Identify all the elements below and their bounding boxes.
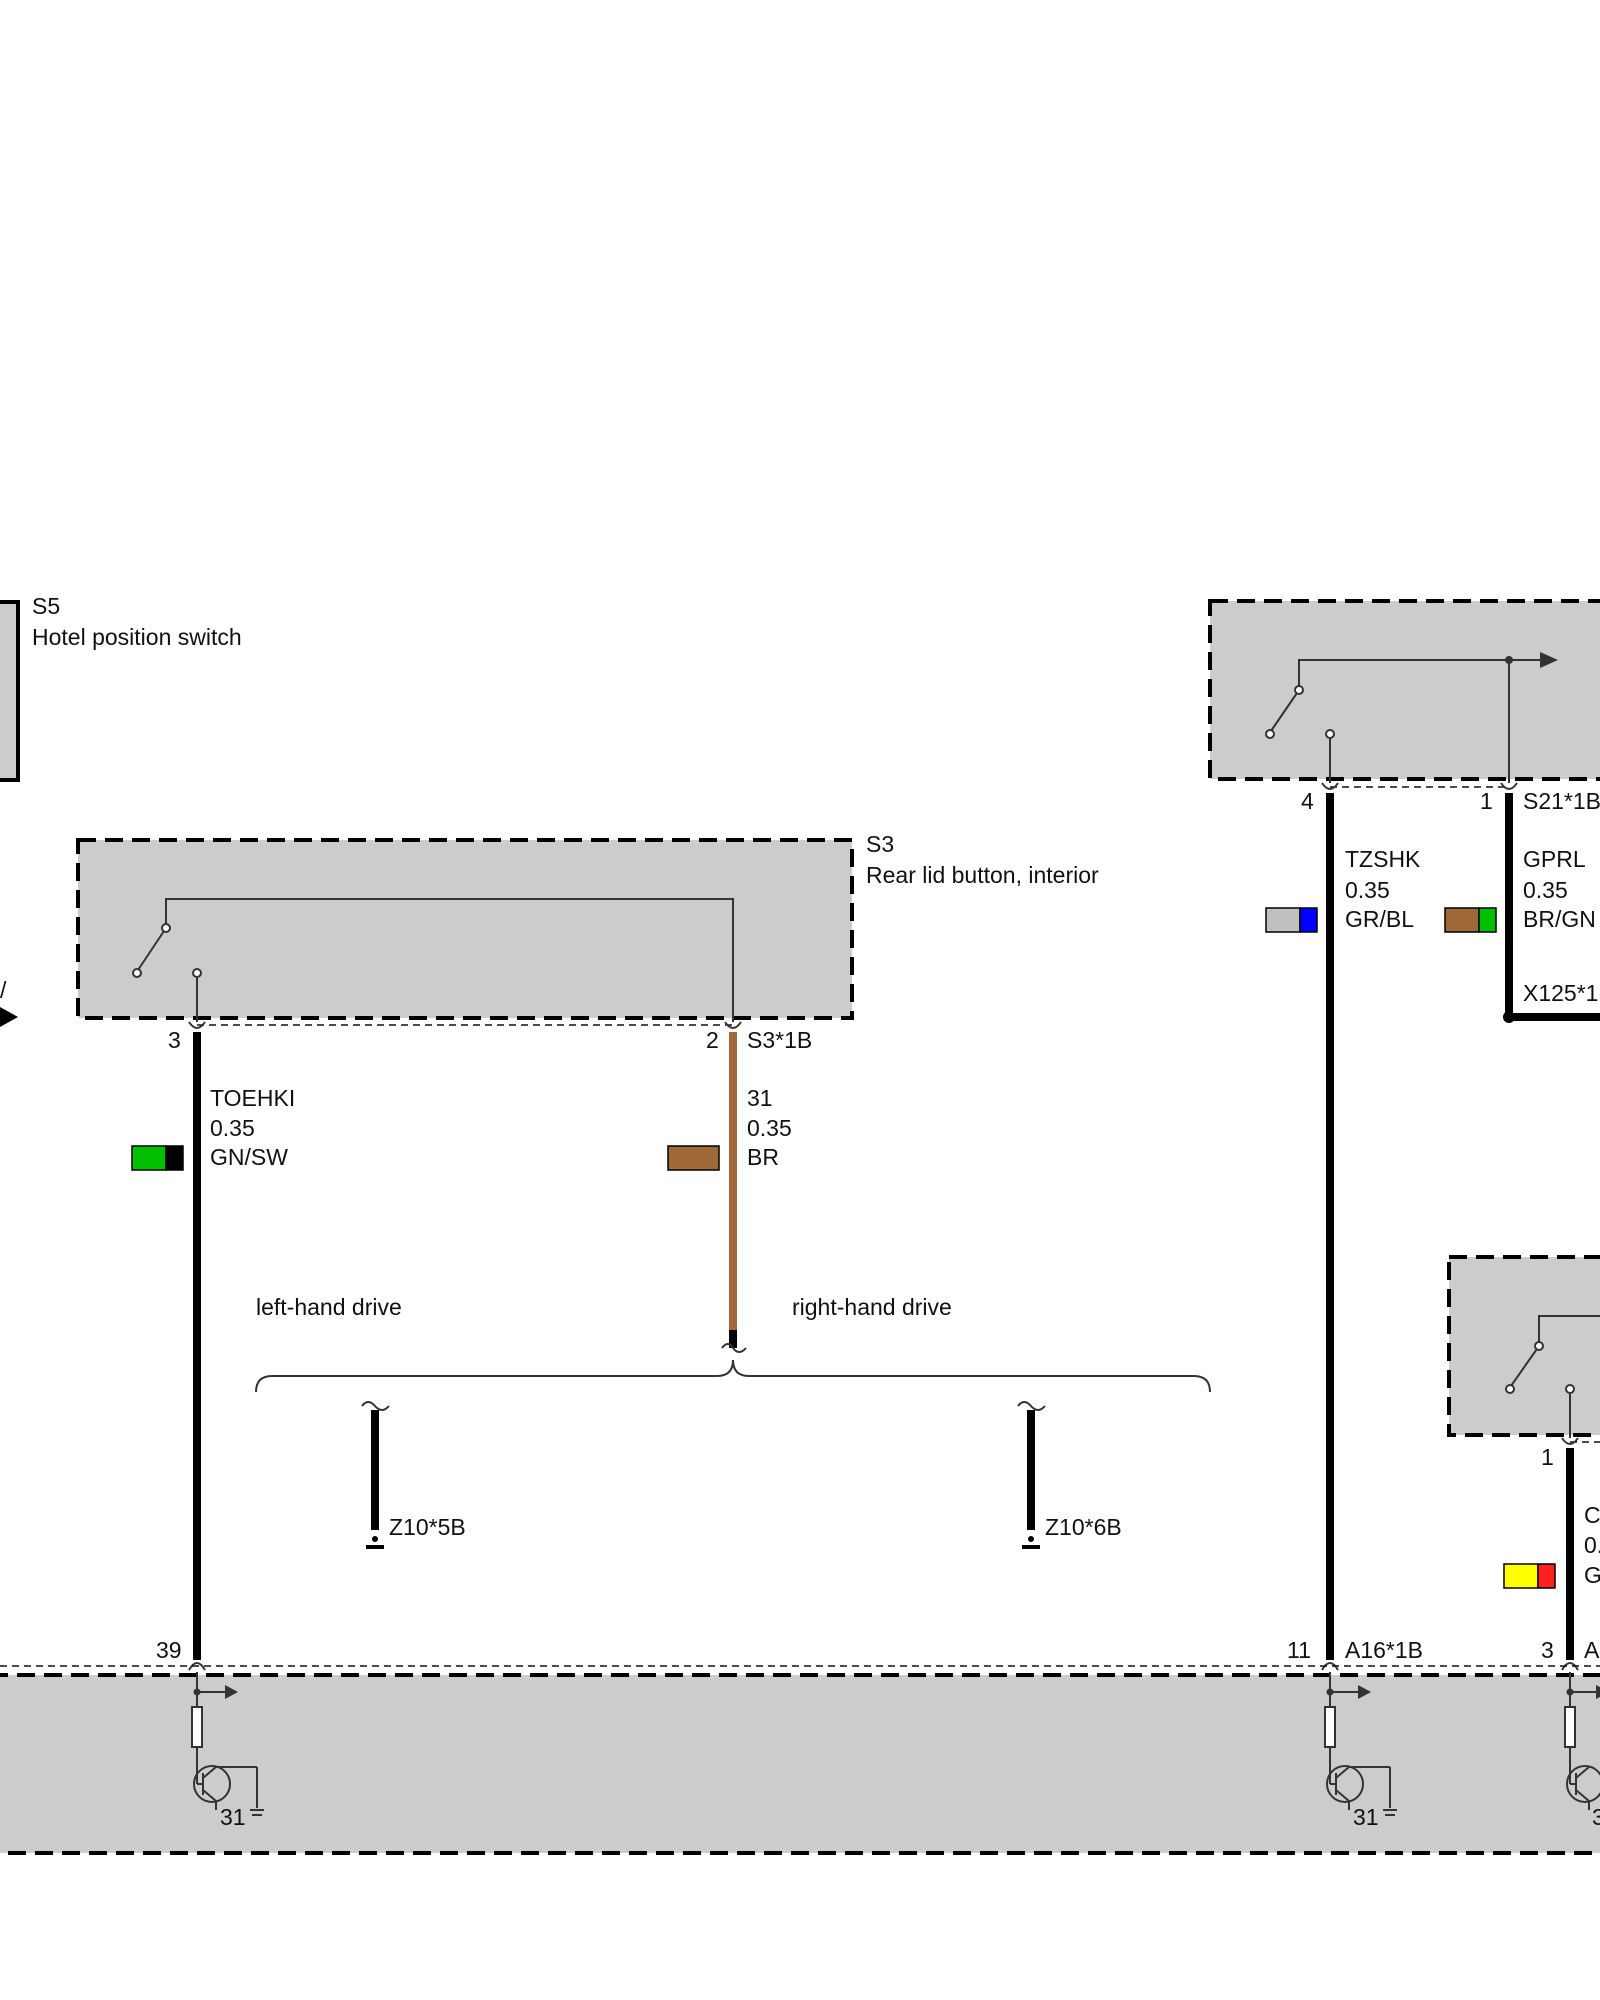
wire-gprl-terminal	[1500, 782, 1518, 790]
s5-id: S5	[32, 593, 60, 619]
a16-component-box	[0, 1673, 1600, 1855]
cut-label: /	[0, 977, 7, 1003]
s21-component-box	[1208, 599, 1600, 781]
s3-name: Rear lid button, interior	[866, 862, 1099, 888]
wire-right-bottom-terminal	[1561, 1662, 1579, 1671]
signal-arrow-icon	[0, 1007, 18, 1027]
a16-connector: A16*1B	[1345, 1637, 1423, 1663]
wire-tzshk-color-swatch	[1265, 907, 1318, 933]
s21-switch-symbol	[1265, 652, 1558, 783]
right-partial-component-box	[1447, 1255, 1600, 1437]
driver-stage-b	[1324, 1672, 1397, 1816]
wire-gprl-gauge: 0.35	[1523, 877, 1568, 903]
right-partial-switch-symbol	[1505, 1315, 1600, 1438]
wire-toehki-gauge: 0.35	[210, 1115, 255, 1141]
wire-gprl-pin-top: 1	[1480, 788, 1493, 814]
wire-toehki-name: TOEHKI	[210, 1085, 295, 1111]
z10-5b-break-icon	[361, 1401, 390, 1411]
wire-toehki-pin-bottom: 39	[156, 1637, 182, 1663]
s21-connector: S21*1B	[1523, 788, 1600, 814]
s3-switch-symbol	[132, 898, 734, 1022]
wire-31-break-icon	[721, 1343, 747, 1353]
s3-component-box	[76, 838, 854, 1020]
wire-right-color-code: G	[1584, 1562, 1600, 1588]
s5-name: Hotel position switch	[32, 624, 242, 650]
s3-id: S3	[866, 831, 894, 857]
driver-c-ground-label: 3	[1592, 1804, 1600, 1830]
wire-tzshk-color-code: GR/BL	[1345, 906, 1414, 932]
wire-toehki-color-code: GN/SW	[210, 1144, 288, 1170]
wire-tzshk-bottom-terminal	[1321, 1662, 1339, 1671]
wire-right-gauge: 0.	[1584, 1532, 1600, 1558]
wire-right-color-swatch	[1503, 1563, 1556, 1589]
wire-toehki-terminal	[188, 1021, 206, 1029]
wire-right-pin-bottom: 3	[1541, 1637, 1554, 1663]
x125-junction	[1503, 1011, 1515, 1023]
wire-gprl-color-code: BR/GN	[1523, 906, 1596, 932]
wire-31-name: 31	[747, 1085, 773, 1111]
wire-right-name: Cl	[1584, 1502, 1600, 1528]
driver-stage-c	[1564, 1672, 1600, 1810]
wire-tzshk-terminal	[1321, 782, 1339, 790]
wire-tzshk-name: TZSHK	[1345, 846, 1421, 872]
z10-6b-label: Z10*6B	[1045, 1514, 1122, 1540]
s3-connector: S3*1B	[747, 1027, 812, 1053]
wire-gprl-name: GPRL	[1523, 846, 1586, 872]
driver-stage-a	[191, 1672, 264, 1816]
wire-31-color-code: BR	[747, 1144, 779, 1170]
z10-6b-break-icon	[1017, 1401, 1046, 1411]
wire-31-gauge: 0.35	[747, 1115, 792, 1141]
z10-5b-label: Z10*5B	[389, 1514, 466, 1540]
wire-tzshk-pin-top: 4	[1301, 788, 1314, 814]
variant-right-label: right-hand drive	[792, 1294, 952, 1320]
wire-right-terminal	[1561, 1437, 1579, 1445]
x125-label: X125*1	[1523, 980, 1598, 1006]
wire-31-pin-top: 2	[706, 1027, 719, 1053]
s5-component-box	[0, 600, 20, 782]
wire-tzshk-gauge: 0.35	[1345, 877, 1390, 903]
wire-right-connector: A	[1584, 1637, 1600, 1663]
wire-right-pin-top: 1	[1541, 1444, 1554, 1470]
wire-gprl-color-swatch	[1444, 907, 1497, 933]
wire-31-terminal	[724, 1021, 742, 1029]
z10-6b-ground-icon	[1022, 1536, 1040, 1549]
driver-b-ground-label: 31	[1353, 1804, 1379, 1830]
variant-brace	[255, 1359, 1211, 1393]
driver-a-ground-label: 31	[220, 1804, 246, 1830]
variant-left-label: left-hand drive	[256, 1294, 402, 1320]
wire-31-color-swatch	[667, 1145, 720, 1171]
wire-toehki-bottom-terminal	[188, 1662, 206, 1671]
z10-5b-ground-icon	[366, 1536, 384, 1549]
wire-toehki-color-swatch	[131, 1145, 184, 1171]
wire-toehki-pin-top: 3	[168, 1027, 181, 1053]
wire-tzshk-pin-bottom: 11	[1287, 1637, 1311, 1663]
